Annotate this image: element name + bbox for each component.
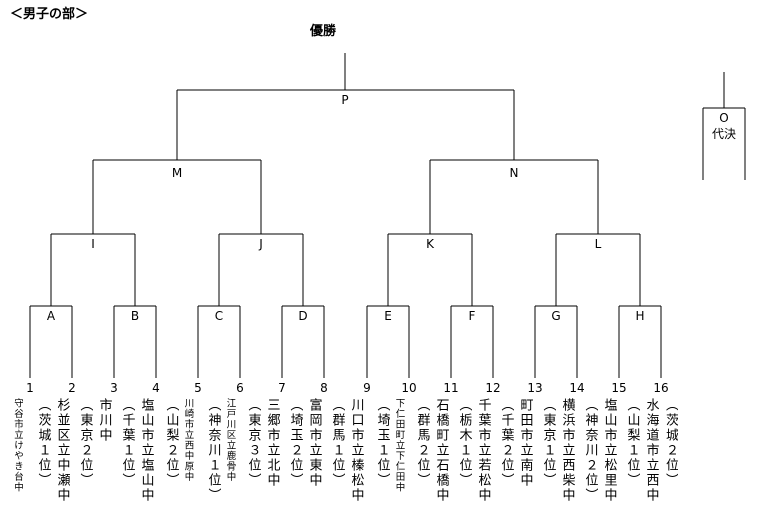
- team-entry: 水海道市立西中 （山梨１位）: [621, 398, 661, 526]
- match-label-K: K: [418, 237, 442, 251]
- team-origin: （群馬２位）: [414, 398, 430, 488]
- team-entry: （茨城２位）: [650, 398, 690, 526]
- team-entry: 横浜市立西柴中 （東京１位）: [537, 398, 577, 526]
- team-school: 石橋町立石橋中: [433, 398, 449, 503]
- team-school: 三郷市立北中: [264, 398, 280, 488]
- seed-number: 11: [443, 381, 459, 395]
- team-entry: 塩山市立塩山中 （千葉１位）: [116, 398, 156, 526]
- seed-number: 14: [569, 381, 585, 395]
- match-label-L: L: [586, 237, 610, 251]
- seed-number: 10: [401, 381, 417, 395]
- team-school: 市川中: [96, 398, 112, 443]
- champion-label: 優勝: [309, 24, 336, 39]
- match-label-F: F: [460, 309, 484, 323]
- seed-number: 16: [653, 381, 669, 395]
- team-school: 川口市立榛松中: [348, 398, 364, 503]
- team-entry: 富岡市立東中 （埼玉２位）: [284, 398, 324, 526]
- seed-number: 2: [68, 381, 76, 395]
- team-origin: （山梨１位）: [624, 398, 640, 488]
- page-title: ＜男子の部＞: [10, 7, 89, 22]
- match-label-D: D: [291, 309, 315, 323]
- team-origin: （東京３位）: [245, 398, 261, 488]
- team-school: 下仁田町立下仁田中: [393, 398, 405, 493]
- match-label-I: I: [81, 237, 105, 251]
- seed-number: 9: [363, 381, 371, 395]
- match-label-B: B: [123, 309, 147, 323]
- team-school: 川崎市立西中原中: [182, 398, 194, 482]
- seed-number: 8: [320, 381, 328, 395]
- team-origin: （千葉１位）: [119, 398, 135, 488]
- match-label-G: G: [544, 309, 568, 323]
- match-label-M: M: [165, 166, 189, 180]
- match-label-A: A: [39, 309, 63, 323]
- seed-number: 1: [26, 381, 34, 395]
- playoff-title: 代決: [711, 127, 736, 141]
- team-entry: 川口市立榛松中 （群馬１位）: [326, 398, 366, 526]
- team-school: 町田市立南中: [517, 398, 533, 488]
- team-school: 富岡市立東中: [306, 398, 322, 488]
- team-entry: 杉並区立中瀬中 （茨城１位）: [32, 398, 72, 526]
- team-origin: （東京１位）: [540, 398, 556, 488]
- team-school: 塩山市立松里中: [601, 398, 617, 503]
- seed-number: 13: [527, 381, 543, 395]
- team-school: 杉並区立中瀬中: [54, 398, 70, 503]
- team-origin: （茨城２位）: [663, 398, 678, 488]
- team-origin: （神奈川２位）: [582, 398, 598, 503]
- team-entry: 江戸川区立鹿骨中 （神奈川１位）: [200, 398, 240, 526]
- team-origin: （栃木１位）: [456, 398, 472, 488]
- seed-number: 12: [485, 381, 501, 395]
- team-school: 守谷市立けやき台中: [12, 398, 23, 493]
- team-school: 江戸川区立鹿骨中: [224, 398, 236, 482]
- team-entry: 守谷市立けやき台中: [0, 398, 37, 526]
- playoff-match-label: O: [719, 111, 729, 125]
- team-entry: 塩山市立松里中 （神奈川２位）: [579, 398, 619, 526]
- seed-number: 7: [278, 381, 286, 395]
- team-origin: （埼玉２位）: [287, 398, 303, 488]
- team-school: 横浜市立西柴中: [559, 398, 575, 503]
- team-entry: 下仁田町立下仁田中 （埼玉１位）: [369, 398, 409, 526]
- team-entry: 町田市立南中 （千葉２位）: [495, 398, 535, 526]
- team-school: 千葉市立若松中: [475, 398, 491, 503]
- team-school: 水海道市立西中: [643, 398, 659, 503]
- team-entry: 千葉市立若松中 （栃木１位）: [453, 398, 493, 526]
- team-origin: （山梨２位）: [163, 398, 179, 488]
- team-origin: （群馬１位）: [329, 398, 345, 488]
- team-origin: （茨城１位）: [35, 398, 51, 488]
- seed-number: 15: [611, 381, 627, 395]
- seed-number: 3: [110, 381, 118, 395]
- team-entry: 市川中 （東京２位）: [74, 398, 114, 526]
- team-entry: 石橋町立石橋中 （群馬２位）: [411, 398, 451, 526]
- match-label-C: C: [207, 309, 231, 323]
- team-origin: （埼玉１位）: [374, 398, 390, 488]
- seed-number: 5: [194, 381, 202, 395]
- team-school: 塩山市立塩山中: [138, 398, 154, 503]
- seed-number: 6: [236, 381, 244, 395]
- match-label-E: E: [376, 309, 400, 323]
- match-label-P: P: [333, 93, 357, 107]
- match-label-N: N: [502, 166, 526, 180]
- seed-number: 4: [152, 381, 160, 395]
- team-origin: （東京２位）: [77, 398, 93, 488]
- team-entry: 川崎市立西中原中 （山梨２位）: [158, 398, 198, 526]
- team-origin: （神奈川１位）: [205, 398, 221, 503]
- match-label-J: J: [249, 237, 273, 251]
- team-entry: 三郷市立北中 （東京３位）: [242, 398, 282, 526]
- team-origin: （千葉２位）: [498, 398, 514, 488]
- match-label-H: H: [628, 309, 652, 323]
